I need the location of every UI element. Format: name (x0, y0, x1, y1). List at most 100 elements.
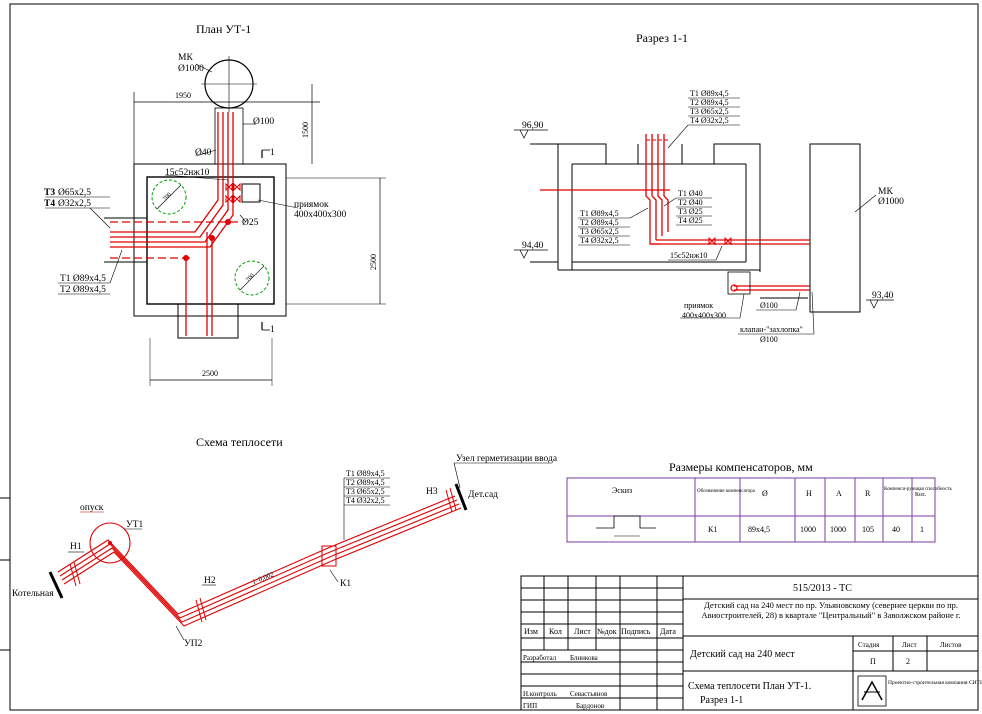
sheet-frame (0, 3, 979, 711)
comp-r-name: К1 (708, 525, 717, 534)
scheme-n2: Н2 (204, 576, 216, 586)
comp-h-sketch: Эскиз (612, 486, 632, 495)
comp-h-designation: Обозначение компенсатора (697, 489, 756, 494)
stamp-col-date: Дата (660, 627, 676, 636)
plan-d40: Ø40 (195, 148, 212, 158)
plan-pit-label: приямок (294, 200, 329, 210)
sec-top-l2: Т2 Ø89х4,5 (690, 98, 729, 107)
title-block: 515/2013 - ТС Детский сад на 240 мест по… (520, 575, 982, 711)
comp-r-h: 1000 (800, 525, 816, 534)
stamp-col-list: Лист (574, 627, 591, 636)
sec-top-l1: Т1 Ø89х4,5 (690, 89, 729, 98)
scheme-l3: Т3 Ø65х2,5 (346, 487, 385, 496)
elev-96-90: 96,90 (522, 121, 544, 131)
stamp-col-ndoc: №док (597, 627, 617, 636)
plan-ut1: План УТ-1 МК Ø1000 1950 1500 2500 2500 (44, 22, 386, 386)
stamp-col-kol: Кол (549, 627, 562, 636)
plan-t3: Т3 (44, 188, 55, 198)
elev-94-40: 94,40 (522, 241, 544, 251)
stamp-sheet-title-2: Разрез 1-1 (700, 695, 743, 706)
plan-pit-size: 400х400х300 (294, 210, 347, 220)
stamp-name-2: Севастьянов (570, 690, 608, 698)
sec-d100: Ø100 (760, 301, 778, 310)
sec-mid-r3: Т3 Ø25 (678, 207, 703, 216)
sec-mid-l3: Т3 Ø65х2,5 (580, 227, 619, 236)
stamp-project: Детский сад на 240 мест по пр. Ульяновск… (701, 601, 961, 620)
stamp-name-1: Блинкова (570, 654, 599, 662)
stamp-project-box: Детский сад на 240 мест по пр. Ульяновск… (701, 601, 961, 620)
section-title: Разрез 1-1 (636, 31, 688, 45)
plan-t3-size: Ø65х2,5 (58, 188, 91, 198)
dim-1950: 1950 (175, 91, 191, 100)
plan-valve: 15с52нж10 (165, 168, 210, 178)
scheme-l1: Т1 Ø89х4,5 (346, 469, 385, 478)
compensator-table: Размеры компенсаторов, мм Эскиз Обозначе… (566, 460, 953, 543)
comp-h-a: А (836, 489, 842, 498)
comp-r-diam: 89х4,5 (748, 525, 770, 534)
comp-r-r: 105 (862, 525, 874, 534)
comp-h-diam: Ø (762, 489, 768, 498)
sec-mid-r1: Т1 Ø40 (678, 189, 703, 198)
plan-t4: Т4 (44, 199, 55, 209)
stamp-code: 515/2013 - ТС (793, 583, 852, 594)
section-1-1: Разрез 1-1 МК Ø1000 96,90 94,40 93,40 (514, 31, 904, 344)
sec-mid-r4: Т4 Ø25 (678, 216, 703, 225)
scheme-ut1: УТ1 (126, 520, 144, 530)
scheme-k1: К1 (340, 579, 351, 589)
dim-1500: 1500 (301, 122, 310, 138)
stamp-stage-h: Стадия (858, 641, 880, 649)
scheme-descent: опуск (80, 503, 104, 513)
circle-dim-1: 700 (162, 192, 173, 203)
scheme-l2: Т2 Ø89х4,5 (346, 478, 385, 487)
stamp-building: Детский сад на 240 мест (690, 649, 795, 660)
stamp-sheet-h: Лист (902, 641, 917, 649)
plan-d100: Ø100 (253, 117, 274, 127)
sec-mid-l4: Т4 Ø32х2,5 (580, 236, 619, 245)
stamp-role-3: ГИП (523, 702, 537, 710)
stamp-role-2: Н.контроль (523, 690, 557, 698)
comp-h-h: Н (806, 489, 812, 498)
plan-mk-diam: Ø1000 (178, 64, 204, 74)
stamp-col-sign: Подпись (621, 627, 651, 636)
stamp-company: Проектно-строительная компания СИТИ-СТРО… (888, 678, 982, 686)
sec-pit-label: приямок (684, 301, 713, 310)
elev-93-40: 93,40 (872, 291, 894, 301)
section-mk-label: МК (878, 187, 893, 197)
comp-r-qty: 1 (920, 525, 924, 534)
sec-top-l4: Т4 Ø32х2,5 (690, 116, 729, 125)
circle-dim-2: 700 (245, 273, 256, 284)
dim-2500-v: 2500 (369, 254, 378, 270)
scheme-n3: Н3 (426, 487, 438, 497)
stamp-sheets-h: Листов (940, 641, 962, 649)
stamp-stage: П (870, 657, 876, 666)
stamp-role-1: Разработал (523, 654, 557, 662)
scheme-l4: Т4 Ø32х2,5 (346, 496, 385, 505)
comp-title: Размеры компенсаторов, мм (669, 460, 813, 474)
plan-mk-label: МК (178, 53, 193, 63)
dim-2500-h: 2500 (202, 369, 218, 378)
comp-h-r: R (865, 489, 871, 498)
scheme-slope: i=0,002 (252, 570, 276, 586)
comp-r-a: 1000 (830, 525, 846, 534)
comp-h-capacity: Компенси-рующая способность (884, 487, 953, 492)
plan-t4-size: Ø32х2,5 (58, 199, 91, 209)
plan-title: План УТ-1 (196, 22, 251, 36)
network-scheme: Схема теплосети Н1 Котельная опуск УТ1 (12, 435, 558, 649)
scheme-seal: Узел герметизации ввода (456, 454, 558, 464)
scheme-boiler: Котельная (12, 589, 54, 599)
sec-mid-l1: Т1 Ø89х4,5 (580, 209, 619, 218)
section-mk-diam: Ø1000 (878, 197, 904, 207)
company-logo: Проектно-строительная компания СИТИ-СТРО… (857, 675, 982, 707)
comp-h-qty: Кол. (915, 492, 927, 498)
plan-t1: Т1 Ø89х4,5 (60, 274, 106, 284)
scheme-n1: Н1 (70, 542, 82, 552)
sec-flap-label: клапан-"захлопка" (740, 325, 803, 334)
sec-flap-diam: Ø100 (760, 335, 778, 344)
stamp-sheet: 2 (906, 657, 910, 666)
scheme-up2: УП2 (184, 639, 203, 649)
sec-pit-size: 400х400х300 (682, 311, 726, 320)
sec-mid-l2: Т2 Ø89х4,5 (580, 218, 619, 227)
sec-mid-r2: Т2 Ø40 (678, 198, 703, 207)
plan-d25: Ø25 (242, 218, 259, 228)
